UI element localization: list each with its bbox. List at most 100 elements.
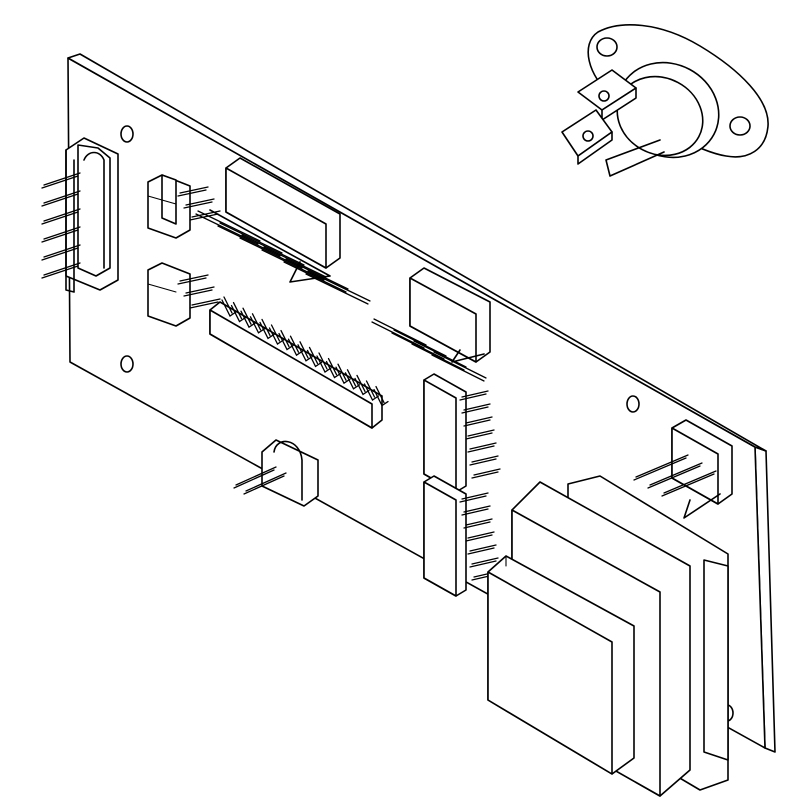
connector-right-3pin (633, 419, 733, 519)
connector-pin (373, 388, 389, 407)
connector-pin-edge (663, 470, 717, 494)
header-pin (471, 471, 499, 479)
header-pin-edge (465, 416, 493, 424)
connector-pin-edge (307, 270, 371, 302)
connector-pin (249, 316, 266, 334)
connector-pin-edge (308, 346, 319, 365)
connector-pin-edge (285, 258, 349, 290)
edge-pin (41, 211, 79, 225)
connector-pin (221, 299, 237, 317)
connector-pin-edge (346, 369, 357, 387)
connector-pin-edge (413, 340, 467, 368)
header-pin-edge (179, 186, 209, 194)
connector-pin-edge (241, 234, 305, 266)
connector-bottom-2pin (233, 439, 319, 507)
connector-pin (363, 383, 380, 401)
header-pin-edge (465, 518, 493, 526)
header-pin-edge (463, 505, 491, 513)
header-pin-edge (469, 544, 497, 552)
connector-pin (411, 343, 465, 371)
connector-pin-edge (245, 472, 287, 492)
connector-pin (278, 332, 294, 351)
header-pin-edge (191, 298, 221, 306)
connector-pin-edge (365, 380, 376, 398)
header-small-lower (147, 262, 221, 327)
flange-hole (596, 37, 618, 57)
header-pin-edge (191, 210, 221, 218)
vertical-header-lower (423, 475, 501, 597)
connector-pin-edge (299, 341, 309, 359)
connector-pin (233, 469, 275, 489)
header-pin-edge (461, 492, 489, 500)
header-pin (461, 406, 489, 414)
connector-pin-edge (263, 246, 327, 278)
header-pin (465, 432, 493, 440)
header-pin (177, 277, 207, 285)
connector-pin (268, 327, 285, 345)
connector-pin (195, 213, 259, 245)
header-pin (183, 201, 213, 209)
connector-pin-edge (393, 329, 447, 357)
mounting-hole (120, 125, 134, 143)
mounting-hole (626, 395, 640, 413)
connector-pin (633, 457, 687, 481)
connector-pin (431, 354, 485, 382)
connector-pin (335, 366, 351, 385)
connector-pin-edge (223, 296, 233, 314)
header-pin-edge (473, 468, 501, 476)
connector-pin-edge (337, 363, 347, 381)
header-pin (189, 301, 219, 309)
header-pin (459, 393, 487, 401)
flange-hole (729, 116, 751, 136)
header-pin (461, 508, 489, 516)
edge-pin (41, 175, 79, 189)
connector-pin (239, 237, 303, 269)
connector-pin (259, 321, 275, 340)
header-pin (467, 547, 495, 555)
connector-pin (391, 332, 445, 360)
edge-pin-edge (43, 244, 81, 258)
edge-pin (41, 193, 79, 207)
connector-pin (344, 372, 361, 390)
connector-pin-edge (197, 210, 261, 242)
header-small-upper (147, 174, 221, 239)
connector-pin (647, 465, 701, 489)
connector-long-17pin (209, 296, 389, 429)
header-pin (467, 445, 495, 453)
connector-pin-edge (289, 335, 300, 353)
connector-pin (240, 310, 256, 329)
header-pin (183, 289, 213, 297)
connector-pin (325, 360, 342, 379)
header-pin (463, 419, 491, 427)
connector-pin-edge (261, 318, 271, 337)
connector-pin-edge (375, 385, 385, 404)
edge-pin-edge (43, 208, 81, 222)
connector-pin-edge (635, 454, 689, 478)
connector-pin (217, 225, 281, 257)
header-pin-edge (185, 198, 215, 206)
header-pin (463, 521, 491, 529)
header-pin (465, 534, 493, 542)
edge-pin (41, 247, 79, 261)
edge-pin (41, 229, 79, 243)
connector-top-6pin (195, 157, 371, 305)
header-pin-edge (467, 531, 495, 539)
connector-pin (297, 344, 313, 362)
mounting-hole (120, 355, 134, 373)
connector-pin (354, 377, 370, 396)
connector-pin-edge (270, 324, 281, 342)
connector-pin-edge (373, 318, 427, 346)
header-pin (177, 189, 207, 197)
header-pin (459, 495, 487, 503)
connector-pin (230, 304, 247, 323)
connector-pin-edge (356, 374, 366, 393)
header-pin-edge (471, 455, 499, 463)
header-pin-edge (179, 274, 209, 282)
connector-pin-edge (219, 222, 283, 254)
connector-pin (305, 273, 369, 305)
connector-pin (306, 349, 323, 368)
connector-pin-edge (318, 352, 328, 370)
header-pin-edge (469, 442, 497, 450)
header-pin-edge (471, 557, 499, 565)
